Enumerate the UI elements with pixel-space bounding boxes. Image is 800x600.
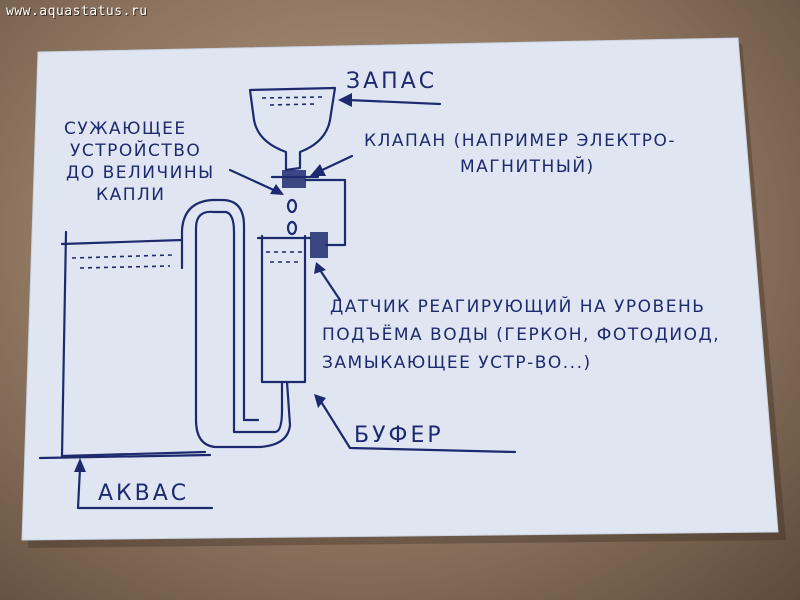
label-narrowing-4: КАПЛИ — [96, 185, 165, 205]
sensor-arrow-head — [314, 262, 326, 274]
valve-arrow-head — [310, 164, 326, 176]
aquarium-base — [38, 453, 212, 460]
label-valve-1: КЛАПАН (НАПРИМЕР ЭЛЕКТРО- — [364, 131, 676, 151]
aquarium-walls — [60, 230, 207, 458]
valve-arrow-line — [316, 154, 354, 174]
drop-2 — [286, 220, 298, 236]
label-sensor-1: ДАТЧИК РЕАГИРУЮЩИЙ НА УРОВЕНЬ — [330, 295, 705, 317]
sensor-block — [310, 232, 328, 258]
label-reserve: ЗАПАС — [346, 69, 437, 94]
watermark: www.aquastatus.ru — [6, 4, 148, 19]
label-sensor-2: ПОДЪЁМА ВОДЫ (ГЕРКОН, ФОТОДИОД, — [322, 324, 720, 345]
buffer-arrow-line — [318, 398, 517, 454]
control-wire — [304, 178, 347, 247]
reserve-arrow-line — [346, 98, 442, 106]
aquarium-arrow-line — [76, 466, 214, 510]
sensor-arrow-line — [318, 268, 342, 302]
reserve-arrow-head — [338, 93, 352, 107]
label-narrowing-2: УСТРОЙСТВО — [70, 139, 201, 161]
label-sensor-3: ЗАМЫКАЮЩЕЕ УСТР-ВО...) — [322, 353, 592, 373]
aquarium-water-2 — [79, 265, 171, 269]
label-buffer: БУФЕР — [354, 423, 444, 448]
buffer-container — [260, 234, 307, 384]
drop-1 — [286, 198, 298, 214]
label-aquarium: АКВАС — [98, 481, 189, 506]
narrowing-arrow-line — [228, 168, 280, 194]
siphon-tube-inner — [180, 198, 260, 422]
label-narrowing-3: ДО ВЕЛИЧИНЫ — [66, 163, 215, 183]
paper-sheet — [21, 37, 779, 541]
label-narrowing-1: СУЖАЮЩЕЕ — [64, 119, 187, 139]
aquarium-arrow-head — [74, 458, 86, 472]
buffer-arrow-head — [314, 394, 326, 408]
reserve-container — [248, 86, 337, 172]
siphon-tube-outer — [194, 210, 292, 449]
label-valve-2: МАГНИТНЫЙ) — [460, 155, 595, 177]
reserve-water — [261, 96, 323, 99]
narrowing-arrow-head — [270, 184, 284, 195]
valve-block — [282, 170, 306, 188]
aquarium-water-line — [60, 238, 184, 246]
aquarium-water — [71, 254, 173, 259]
